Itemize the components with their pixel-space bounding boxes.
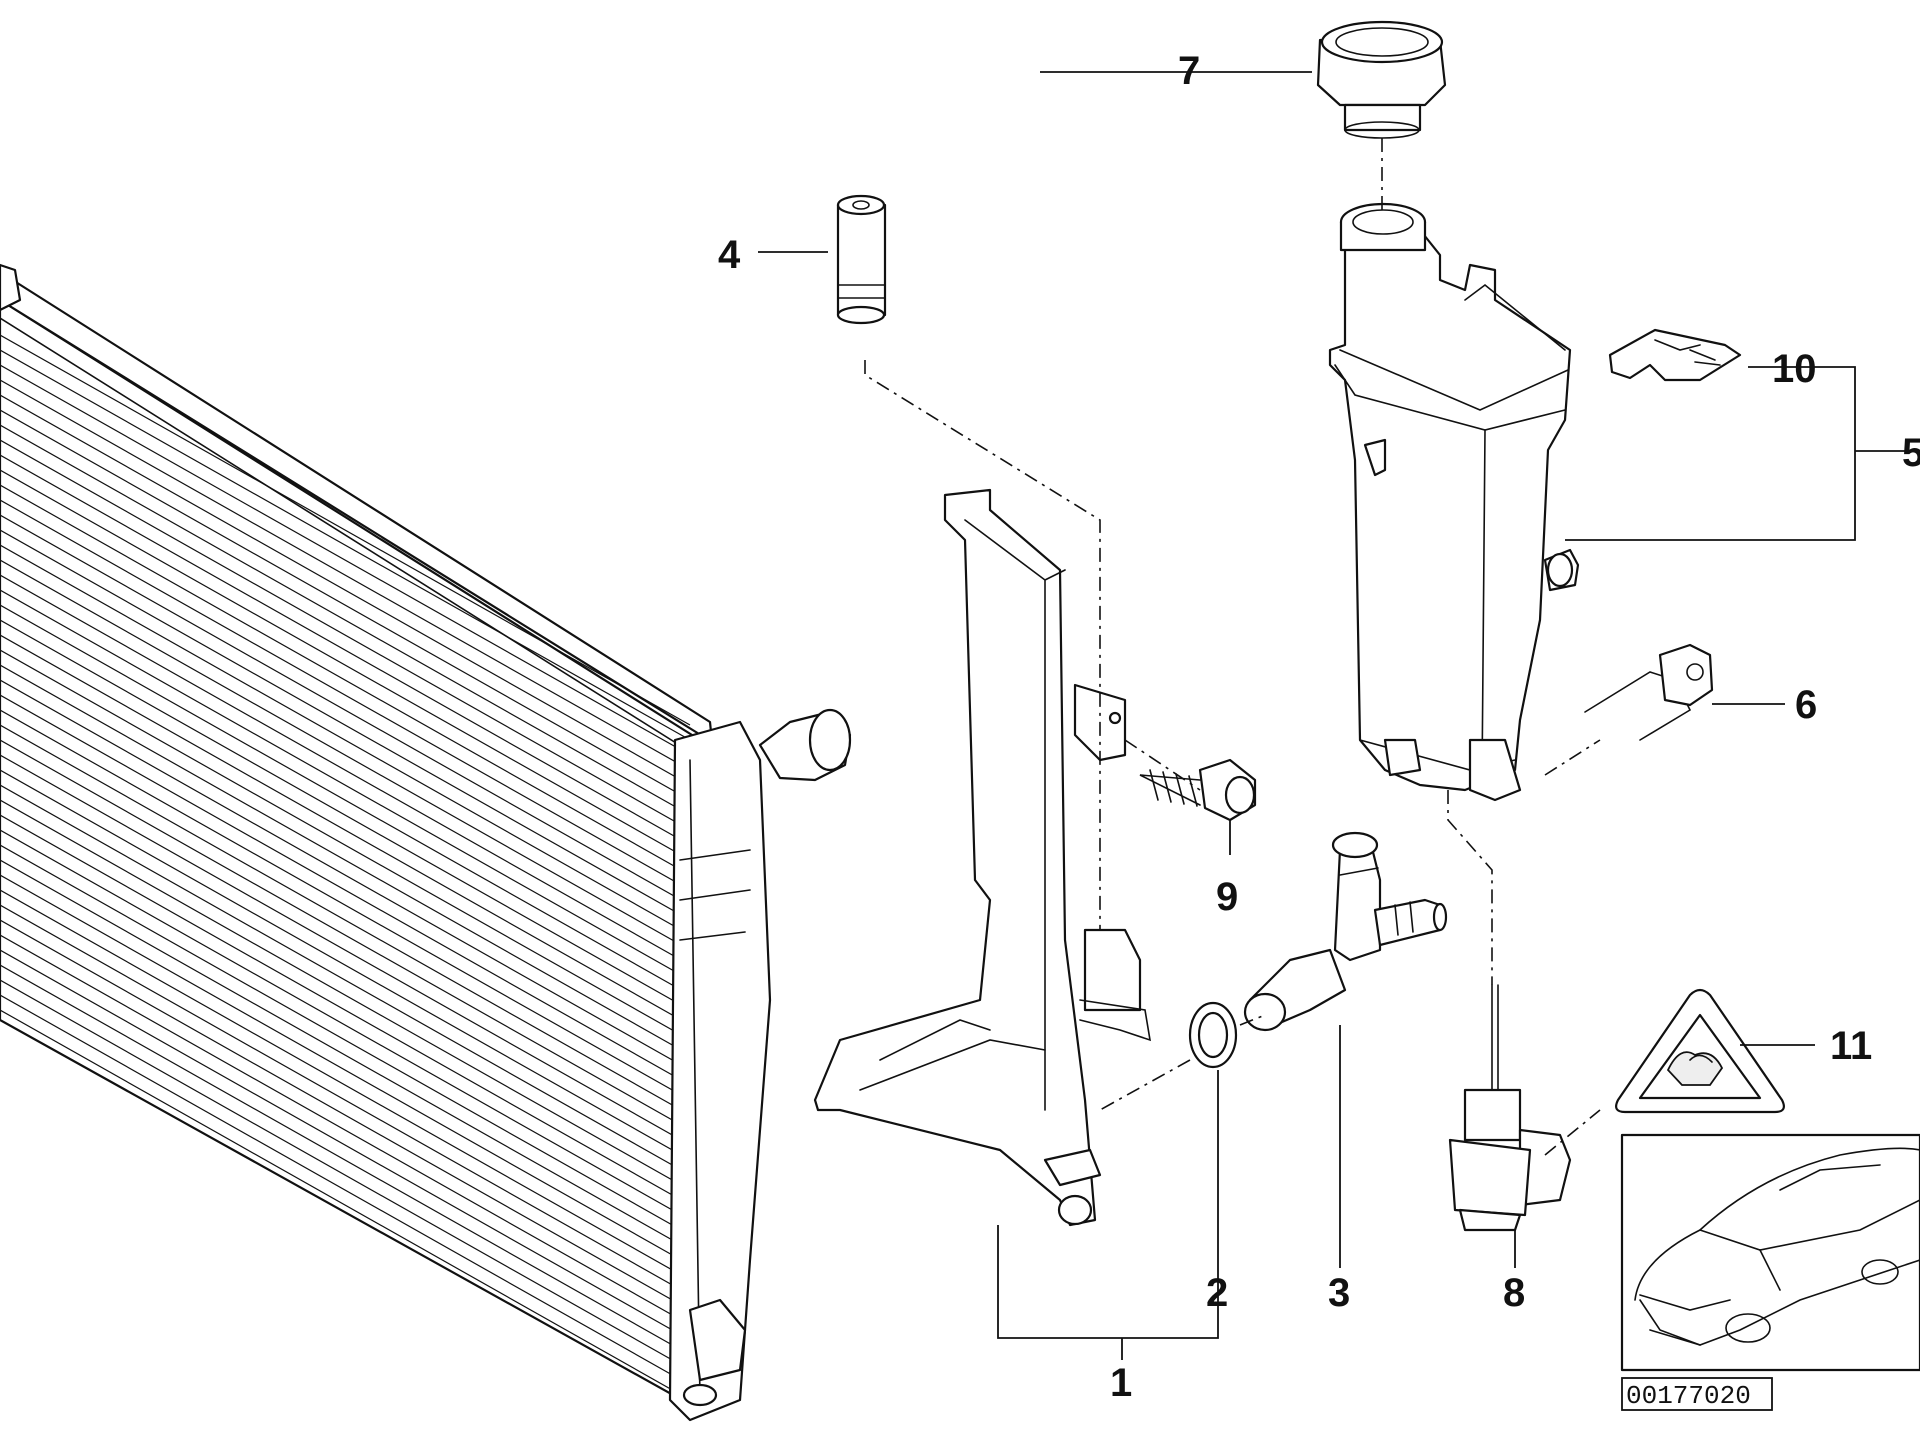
radiator-fin: [0, 844, 691, 1236]
radiator-fin: [0, 544, 691, 936]
radiator-fin: [0, 649, 691, 1041]
part-number-labels: 7 4 10 5 6 9 11 2 3 8 1: [718, 49, 1920, 1405]
radiator-fin: [0, 514, 691, 906]
radiator-fin: [0, 949, 691, 1341]
connection-lines: [864, 138, 1601, 1156]
diagram-code: 00177020: [1626, 1381, 1751, 1411]
radiator-fin: [0, 769, 691, 1161]
radiator-fin: [0, 934, 691, 1326]
radiator-fin: [0, 394, 691, 786]
warning-label-icon: [1615, 988, 1785, 1114]
radiator-fin: [0, 694, 691, 1086]
radiator-fin: [0, 619, 691, 1011]
label-part-9: 9: [1216, 875, 1238, 919]
radiator-fin: [0, 979, 691, 1371]
radiator-fin: [0, 889, 691, 1281]
radiator-fin: [0, 964, 691, 1356]
radiator-fin: [0, 424, 691, 816]
hose-fitting-icon: [1243, 831, 1448, 1032]
radiator-fin: [0, 469, 691, 861]
radiator-fin: [0, 904, 691, 1296]
expansion-tank-icon: [1328, 202, 1580, 802]
label-part-11: 11: [1830, 1024, 1872, 1068]
radiator-fin: [0, 364, 691, 756]
radiator-fin: [0, 499, 691, 891]
radiator-fin: [0, 874, 691, 1266]
diagram-code-box: 00177020: [1621, 1377, 1773, 1411]
label-part-1: 1: [1110, 1361, 1132, 1405]
label-part-7: 7: [1178, 49, 1200, 93]
radiator-fin: [0, 604, 691, 996]
label-part-4: 4: [718, 233, 741, 277]
radiator-fin: [0, 334, 691, 726]
radiator-fin: [0, 754, 691, 1146]
radiator-fin: [0, 439, 691, 831]
radiator-fin: [0, 529, 691, 921]
radiator-fin: [0, 679, 691, 1071]
radiator-fin: [0, 739, 691, 1131]
leader-lines: [758, 71, 1905, 1360]
radiator-fin: [0, 1009, 691, 1401]
bracket-icon: [813, 488, 1152, 1227]
radiator-fins: [0, 334, 691, 1401]
clip-icon: [1608, 328, 1742, 382]
car-thumbnail-icon: [1620, 1133, 1920, 1372]
radiator-fin: [0, 634, 691, 1026]
bleeder-valve-icon: [836, 194, 887, 325]
screw-icon: [1139, 758, 1257, 822]
radiator-fin: [0, 664, 691, 1056]
label-part-8: 8: [1503, 1271, 1525, 1315]
radiator-fin: [0, 454, 691, 846]
radiator-fin: [0, 859, 691, 1251]
o-ring-icon: [1188, 1001, 1238, 1069]
filler-cap-icon: [1316, 20, 1447, 139]
radiator-fin: [0, 379, 691, 771]
radiator-fin: [0, 919, 691, 1311]
radiator-fin: [0, 409, 691, 801]
level-sensor-icon: [1448, 984, 1572, 1232]
radiator-icon: [0, 263, 852, 1422]
label-part-3: 3: [1328, 1271, 1350, 1315]
radiator-fin: [0, 784, 691, 1176]
radiator-fin: [0, 484, 691, 876]
radiator-fin: [0, 574, 691, 966]
label-part-6: 6: [1795, 683, 1817, 727]
radiator-fin: [0, 799, 691, 1191]
label-part-2: 2: [1206, 1271, 1228, 1315]
label-part-5: 5: [1902, 431, 1920, 475]
radiator-fin: [0, 814, 691, 1206]
radiator-fin: [0, 709, 691, 1101]
radiator-fin: [0, 589, 691, 981]
radiator-fin: [0, 559, 691, 951]
radiator-fin: [0, 994, 691, 1386]
radiator-fin: [0, 724, 691, 1116]
radiator-fin: [0, 829, 691, 1221]
label-part-10: 10: [1772, 347, 1817, 391]
wire-clip-icon: [1584, 643, 1714, 741]
radiator-fin: [0, 349, 691, 741]
